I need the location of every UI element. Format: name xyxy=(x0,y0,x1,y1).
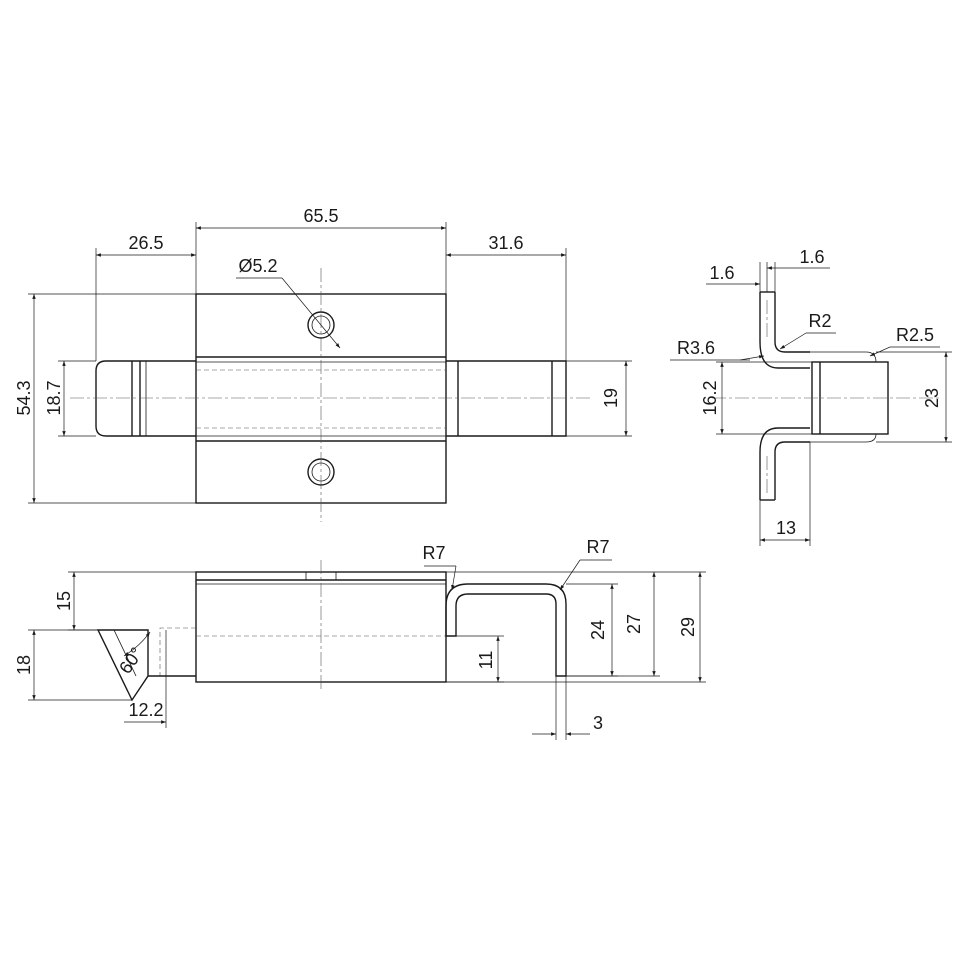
dim-r3-6: R3.6 xyxy=(677,338,715,358)
dim-27: 27 xyxy=(624,614,644,634)
dim-hole-diameter: Ø5.2 xyxy=(238,256,277,276)
bottom-view: R7 R7 15 18 60° 12.2 11 24 27 xyxy=(14,537,706,740)
keeper-right xyxy=(446,360,567,437)
dim-angle-60: 60° xyxy=(115,644,147,678)
dim-11: 11 xyxy=(476,651,496,670)
dim-1-6-right: 1.6 xyxy=(799,247,824,267)
dim-19: 19 xyxy=(601,388,621,408)
dim-3: 3 xyxy=(593,713,603,733)
dim-r7-left: R7 xyxy=(422,543,445,563)
dim-29: 29 xyxy=(678,617,698,637)
dim-r2-5: R2.5 xyxy=(896,325,934,345)
dim-65-5: 65.5 xyxy=(303,206,338,226)
dim-16-2: 16.2 xyxy=(700,380,720,415)
keeper-hook xyxy=(445,583,567,677)
bracket-top-flange xyxy=(759,292,810,369)
dim-r2: R2 xyxy=(808,311,831,331)
dim-r7-right: R7 xyxy=(586,537,609,557)
dim-12-2: 12.2 xyxy=(128,700,163,720)
side-view: 1.6 1.6 R2 R3.6 R2.5 16.2 23 13 xyxy=(670,247,952,546)
front-view: 65.5 26.5 31.6 Ø5.2 54.3 18.7 19 xyxy=(14,206,632,522)
dim-13: 13 xyxy=(776,518,796,538)
dim-54-3: 54.3 xyxy=(14,380,34,415)
dim-23: 23 xyxy=(922,388,942,408)
dim-31-6: 31.6 xyxy=(488,233,523,253)
bracket-bottom-flange xyxy=(759,427,810,500)
dim-24: 24 xyxy=(588,620,608,640)
dim-18-7: 18.7 xyxy=(44,380,64,415)
dim-26-5: 26.5 xyxy=(128,233,163,253)
dim-15: 15 xyxy=(54,591,74,611)
dim-18: 18 xyxy=(14,655,34,675)
bolt-left xyxy=(95,360,196,437)
dim-1-6-left: 1.6 xyxy=(709,263,734,283)
